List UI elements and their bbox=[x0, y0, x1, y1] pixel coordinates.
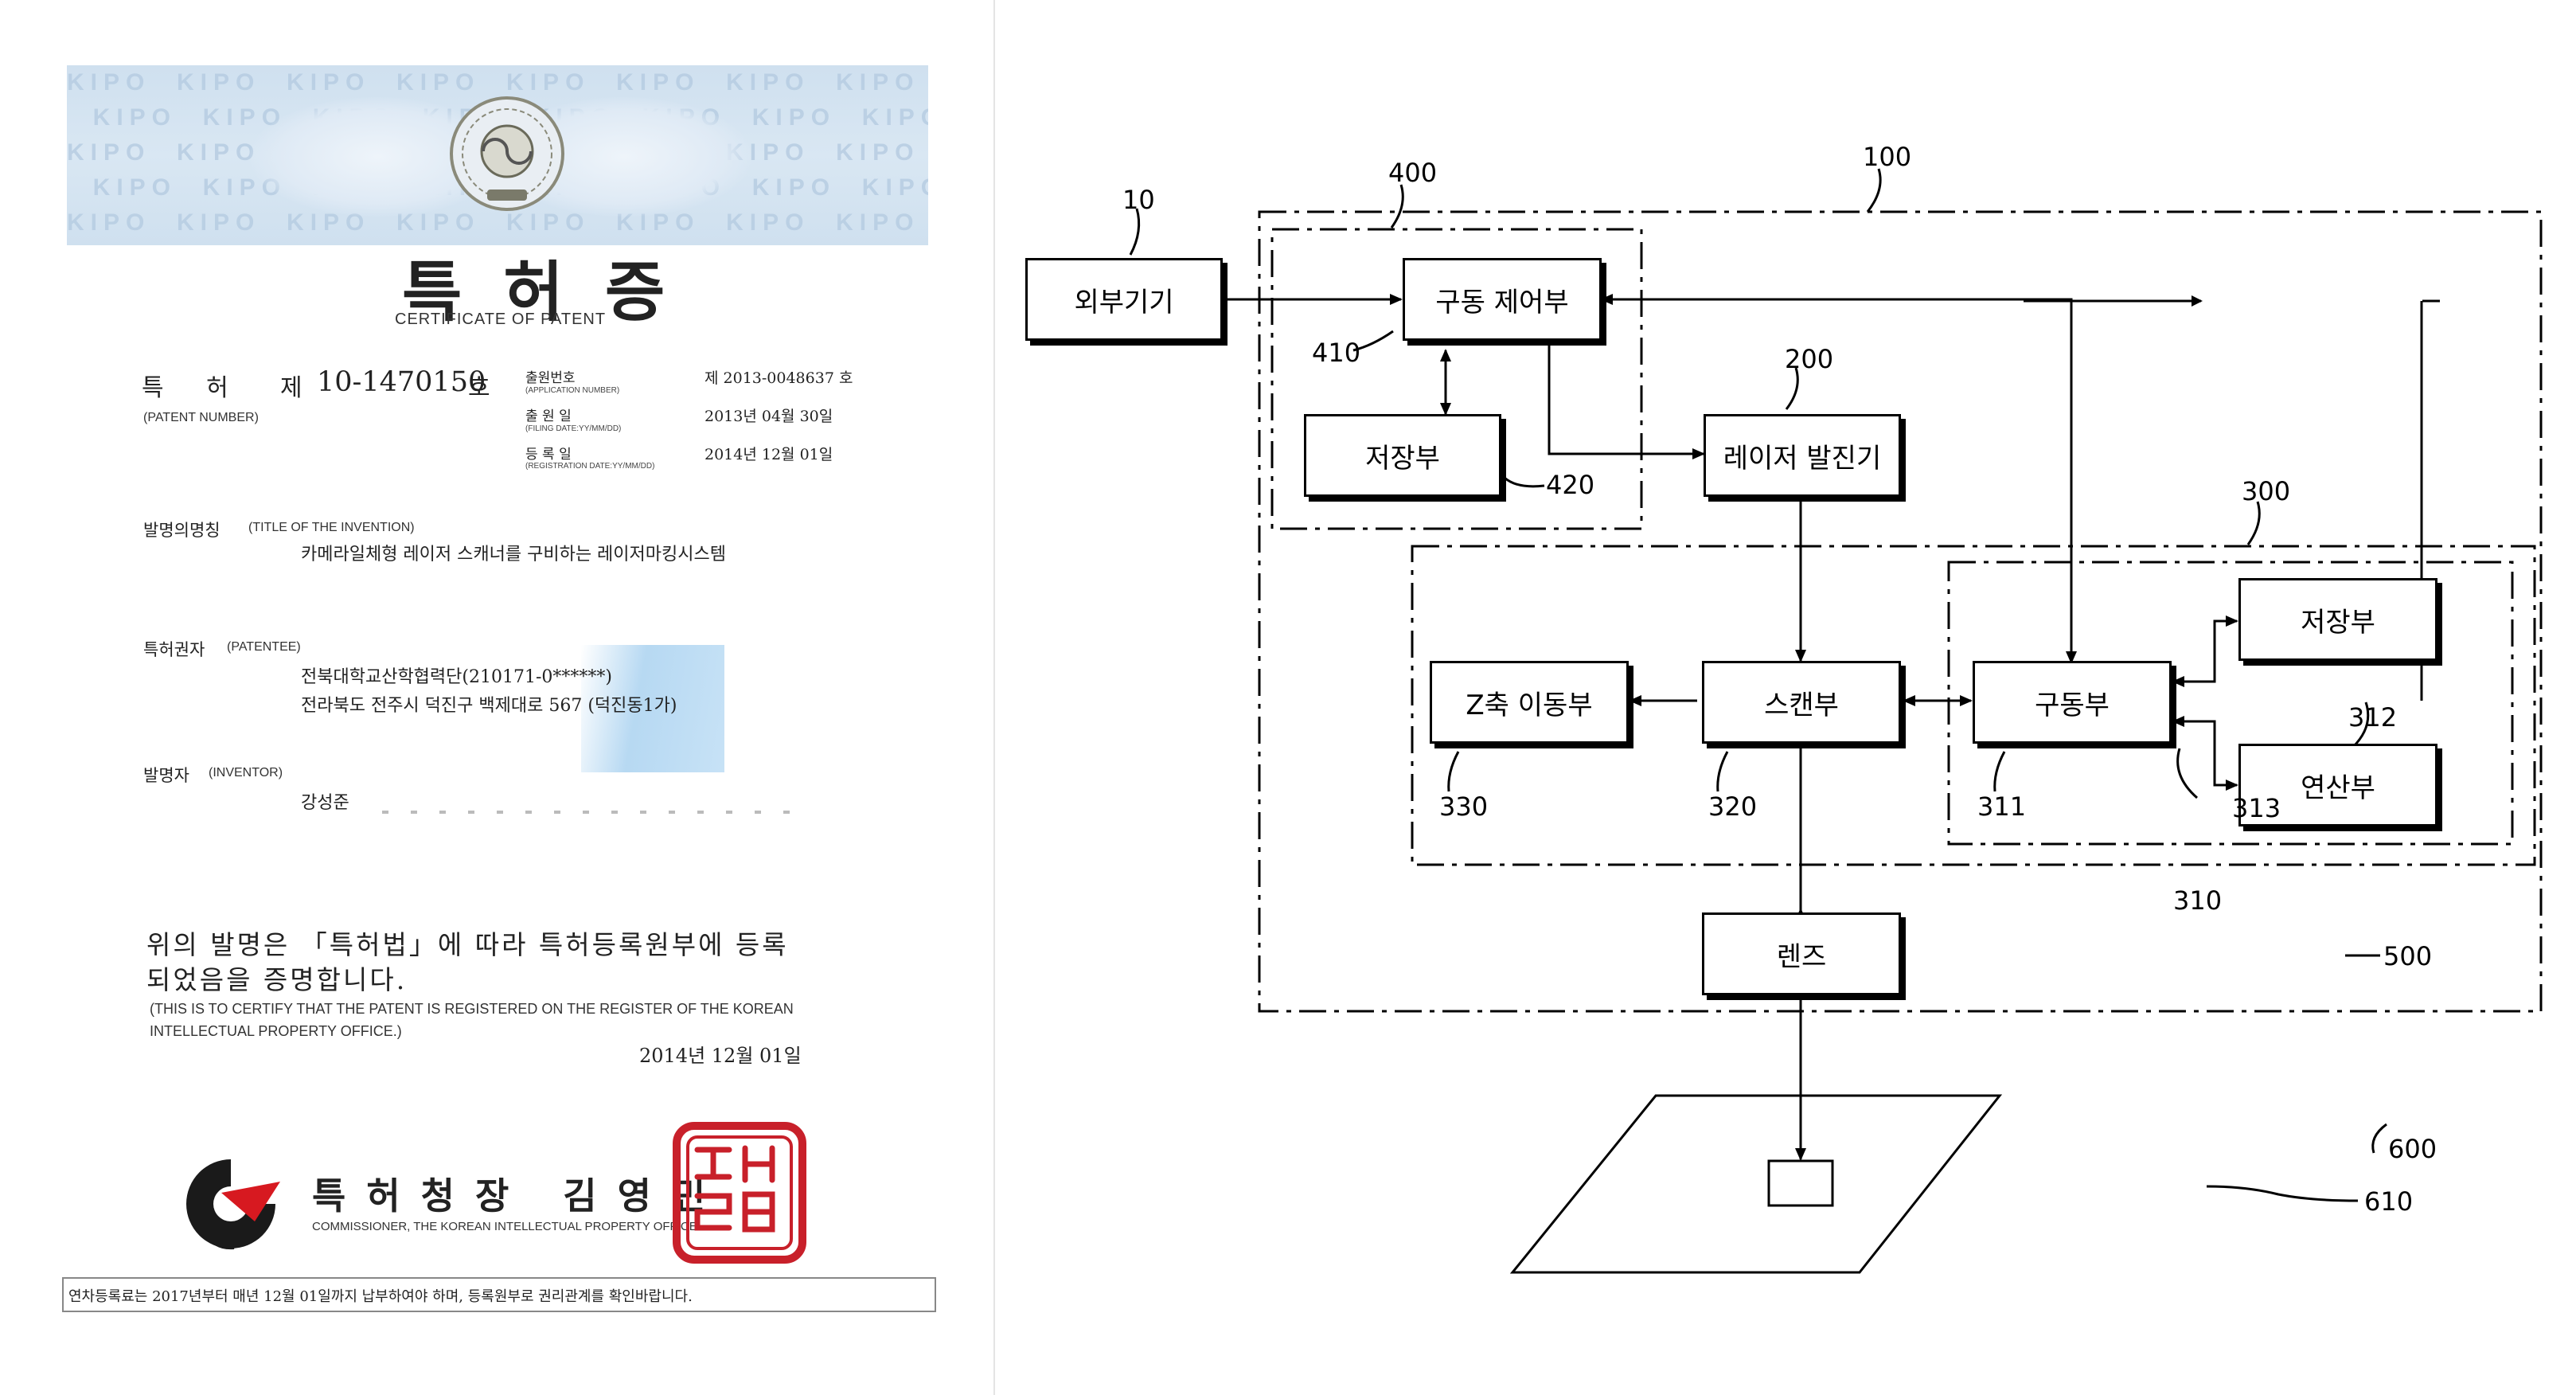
registration-date: 2014년 12월 01일 bbox=[704, 446, 833, 463]
patent-number: 10-1470150 bbox=[317, 366, 486, 398]
marking-area bbox=[1767, 1159, 1834, 1207]
ref-400: 400 bbox=[1388, 158, 1438, 188]
workpiece-outline bbox=[1509, 1094, 2003, 1274]
ref-100: 100 bbox=[1863, 142, 1912, 172]
invention-title-label-en: (TITLE OF THE INVENTION) bbox=[248, 521, 415, 534]
header-band: KIPO KIPO KIPO KIPO KIPO KIPO KIPO KIPO … bbox=[67, 65, 928, 245]
block-diagram: 외부기기 구동 제어부 저장부 레이저 발진기 Z축 이동부 스캔부 구동부 저… bbox=[995, 0, 2576, 1395]
redaction-overlay bbox=[581, 645, 724, 772]
filing-date-label-en: (FILING DATE:YY/MM/DD) bbox=[525, 424, 622, 433]
inventor-label-kr: 발명자 bbox=[143, 766, 189, 785]
commissioner-title-en: COMMISSIONER, THE KOREAN INTELLECTUAL PR… bbox=[312, 1220, 697, 1233]
certify-en-line2: INTELLECTUAL PROPERTY OFFICE.) bbox=[150, 1023, 402, 1039]
ref-300: 300 bbox=[2242, 476, 2291, 506]
application-number-label-kr: 출원번호 bbox=[525, 370, 576, 386]
filing-date: 2013년 04월 30일 bbox=[704, 408, 833, 425]
registration-date-label-kr: 등 록 일 bbox=[525, 447, 572, 463]
block-scanner: 스캔부 bbox=[1702, 661, 1901, 744]
ref-610: 610 bbox=[2364, 1186, 2414, 1217]
inventor-name: 강성준 bbox=[301, 793, 349, 813]
redacted-dashes bbox=[382, 811, 812, 814]
official-seal-icon bbox=[673, 1122, 806, 1264]
patent-number-label-en: (PATENT NUMBER) bbox=[143, 411, 259, 424]
certify-kr-line2: 되었음을 증명합니다. bbox=[146, 964, 408, 995]
ref-420: 420 bbox=[1546, 470, 1595, 500]
ref-600: 600 bbox=[2388, 1134, 2437, 1164]
certify-kr-line1: 위의 발명은 「특허법」에 따라 특허등록원부에 등록 bbox=[146, 929, 789, 960]
inventor-label-en: (INVENTOR) bbox=[209, 766, 283, 780]
ref-312: 312 bbox=[2348, 702, 2398, 733]
footer-notice: 연차등록료는 2017년부터 매년 12월 01일까지 납부하여야 하며, 등록… bbox=[68, 1288, 693, 1305]
ref-311: 311 bbox=[1977, 791, 2027, 822]
application-number: 제 2013-0048637 호 bbox=[704, 369, 853, 387]
ref-200: 200 bbox=[1785, 344, 1834, 374]
footer-notice-box: 연차등록료는 2017년부터 매년 12월 01일까지 납부하여야 하며, 등록… bbox=[62, 1277, 936, 1312]
ref-320: 320 bbox=[1708, 791, 1758, 822]
ref-330: 330 bbox=[1439, 791, 1489, 822]
block-storage-312: 저장부 bbox=[2238, 578, 2437, 661]
block-drive-controller: 구동 제어부 bbox=[1403, 258, 1602, 341]
filing-date-label-kr: 출 원 일 bbox=[525, 408, 572, 424]
patentee-label-en: (PATENTEE) bbox=[227, 640, 301, 654]
ref-10: 10 bbox=[1122, 185, 1155, 215]
ref-500: 500 bbox=[2383, 941, 2433, 971]
national-emblem-icon bbox=[450, 96, 564, 211]
patent-number-suffix: 호 bbox=[468, 374, 490, 402]
certificate-border bbox=[0, 0, 995, 1395]
certificate-title-kr: 특허증 bbox=[402, 254, 707, 330]
certificate-title-en: CERTIFICATE OF PATENT bbox=[395, 311, 607, 328]
block-storage-410: 저장부 bbox=[1304, 414, 1501, 497]
block-external-device: 외부기기 bbox=[1025, 258, 1223, 341]
patent-certificate: KIPO KIPO KIPO KIPO KIPO KIPO KIPO KIPO … bbox=[0, 0, 995, 1395]
patentee-label-kr: 특허권자 bbox=[143, 640, 205, 659]
ref-310: 310 bbox=[2173, 885, 2223, 916]
invention-title: 카메라일체형 레이저 스캐너를 구비하는 레이저마킹시스템 bbox=[301, 545, 726, 565]
block-laser-generator: 레이저 발진기 bbox=[1704, 414, 1901, 497]
kipo-logo-icon bbox=[186, 1159, 280, 1250]
patentee-name: 전북대학교산학협력단(210171-0******) bbox=[301, 667, 612, 687]
patent-number-label-kr: 특 허 bbox=[142, 374, 246, 402]
block-calculator: 연산부 bbox=[2238, 744, 2437, 826]
certify-en-line1: (THIS IS TO CERTIFY THAT THE PATENT IS R… bbox=[150, 1001, 794, 1017]
commissioner-name-kr: 특허청장 김영민 bbox=[312, 1174, 727, 1217]
group-100-outline bbox=[1258, 210, 2543, 1013]
ref-410: 410 bbox=[1312, 338, 1361, 368]
block-z-axis-mover: Z축 이동부 bbox=[1430, 661, 1629, 744]
registration-date-label-en: (REGISTRATION DATE:YY/MM/DD) bbox=[525, 462, 655, 471]
issue-date: 2014년 12월 01일 bbox=[639, 1045, 802, 1067]
block-driver: 구동부 bbox=[1973, 661, 2172, 744]
ref-313: 313 bbox=[2232, 793, 2281, 823]
patent-number-prefix: 제 bbox=[280, 374, 302, 402]
diagram-arrows bbox=[1191, 294, 2238, 1274]
application-number-label-en: (APPLICATION NUMBER) bbox=[525, 386, 620, 395]
block-lens: 렌즈 bbox=[1702, 912, 1901, 995]
invention-title-label-kr: 발명의명칭 bbox=[143, 521, 221, 540]
patentee-address: 전라북도 전주시 덕진구 백제대로 567 (덕진동1가) bbox=[301, 696, 677, 716]
